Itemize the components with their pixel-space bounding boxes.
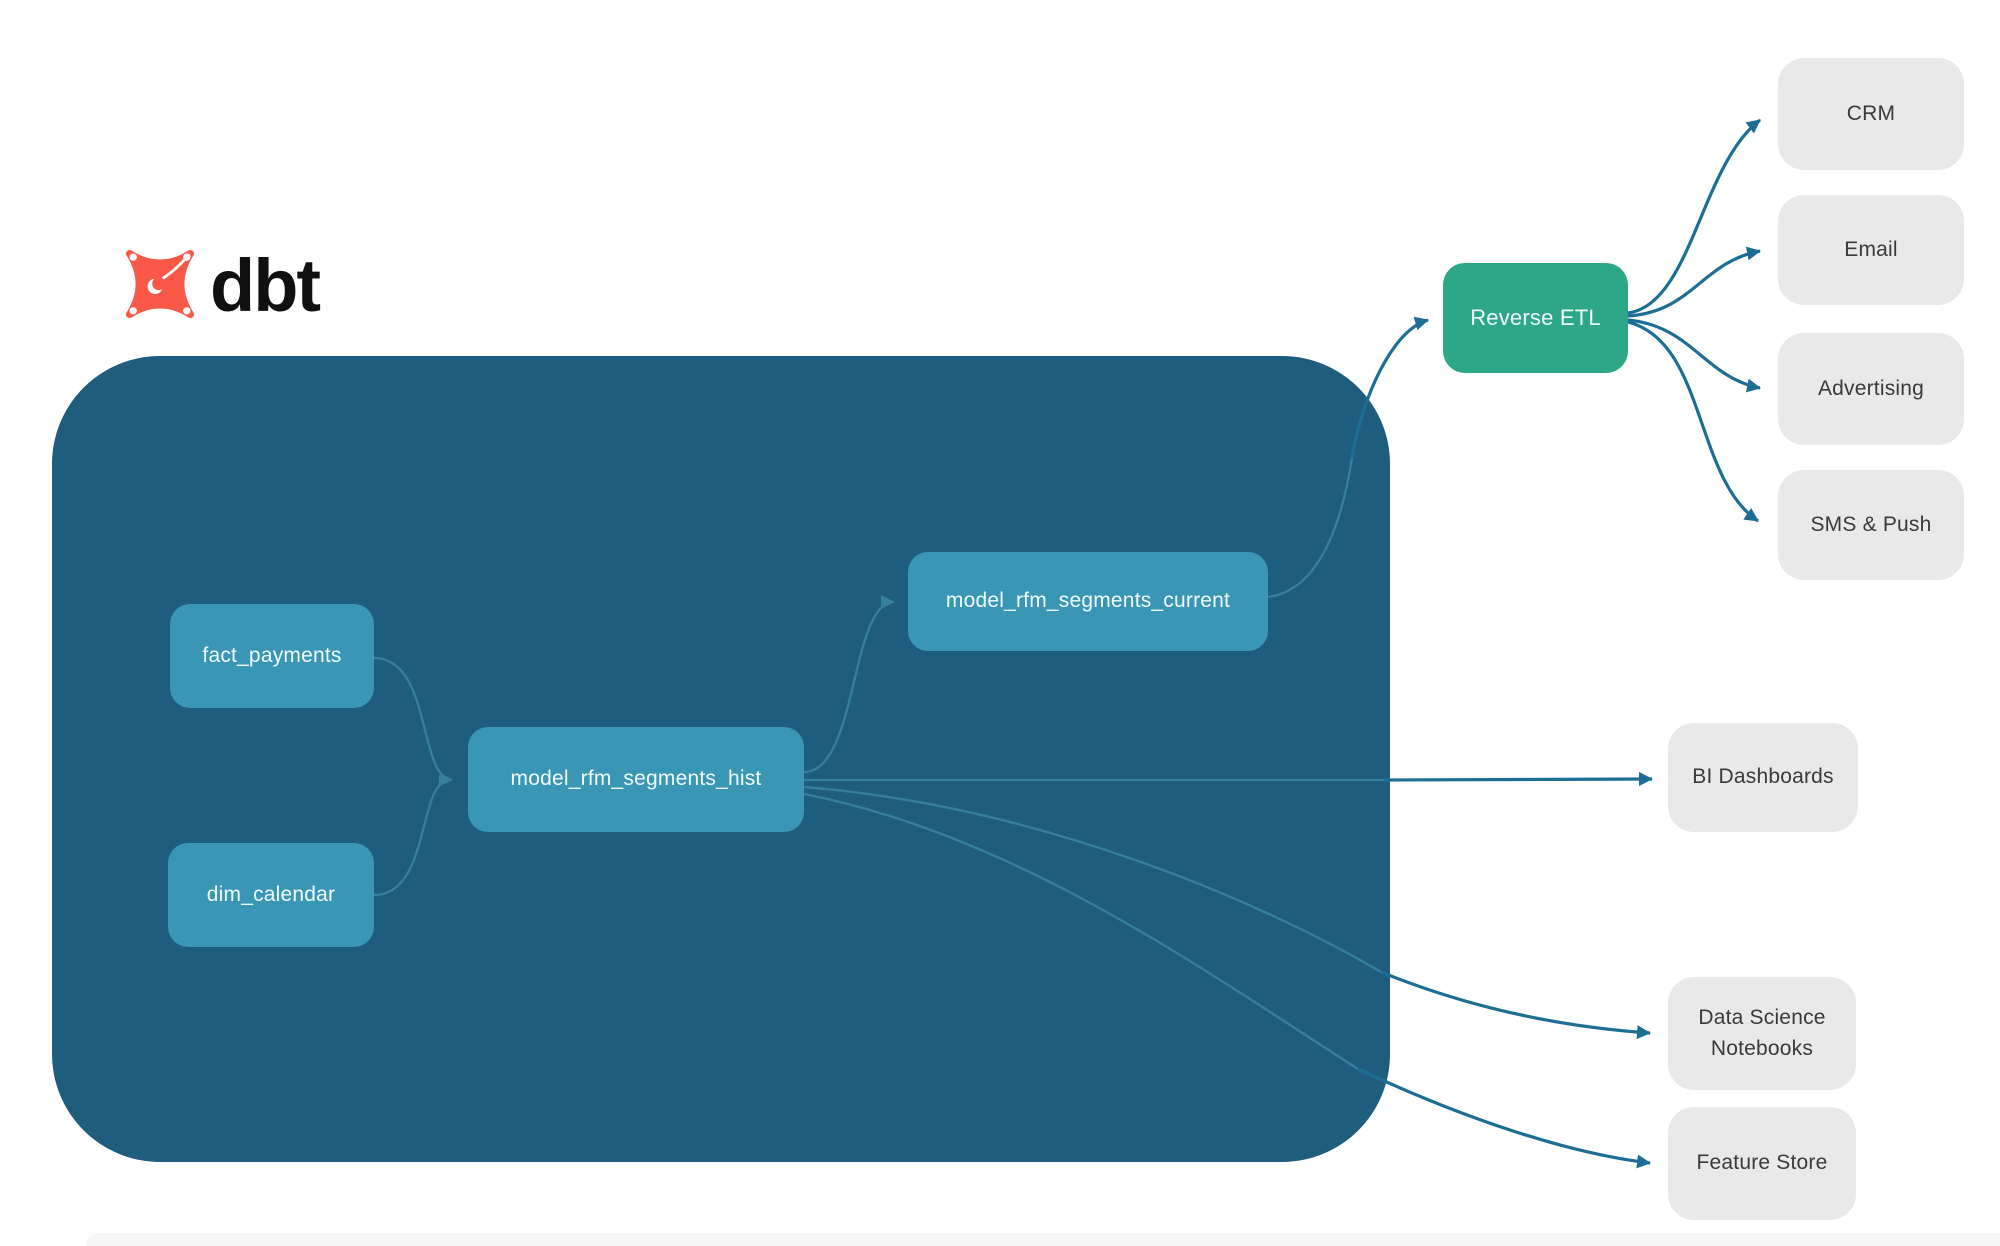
node-sms-push: SMS & Push	[1778, 470, 1964, 580]
edge-reverse-etl-to-email	[1627, 246, 1761, 318]
node-dim-calendar: dim_calendar	[168, 843, 374, 947]
dbt-star-icon	[126, 250, 194, 318]
bottom-section-edge	[86, 1233, 2000, 1246]
node-fact-payments: fact_payments	[170, 604, 374, 708]
node-data-science-notebooks: Data Science Notebooks	[1668, 977, 1856, 1090]
dbt-logo: dbt	[120, 244, 321, 327]
node-label: SMS & Push	[1810, 512, 1932, 536]
node-label: Email	[1844, 237, 1898, 261]
node-advertising: Advertising	[1778, 333, 1964, 445]
edge-hist-to-feature-store	[1357, 1067, 1651, 1169]
node-label: dim_calendar	[206, 882, 336, 906]
node-crm: CRM	[1778, 58, 1964, 170]
node-feature-store: Feature Store	[1668, 1107, 1856, 1220]
node-label: Data Science Notebooks	[1698, 1006, 1826, 1060]
node-label: Feature Store	[1696, 1151, 1828, 1175]
node-model-rfm-segments-current: model_rfm_segments_current	[908, 552, 1268, 651]
dbt-logo-text: dbt	[210, 244, 321, 327]
node-label: Advertising	[1817, 376, 1925, 400]
node-bi-dashboards: BI Dashboards	[1668, 723, 1858, 832]
edge-hist-to-bi-dashboards	[1383, 772, 1653, 787]
edge-reverse-etl-to-crm	[1627, 118, 1761, 315]
edge-hist-to-data-science	[1380, 970, 1651, 1040]
node-label: CRM	[1846, 101, 1896, 125]
node-label: model_rfm_segments_current	[945, 589, 1231, 613]
node-label: model_rfm_segments_hist	[510, 767, 762, 791]
node-email: Email	[1778, 195, 1964, 305]
node-model-rfm-segments-hist: model_rfm_segments_hist	[468, 727, 804, 832]
node-label: fact_payments	[202, 643, 342, 667]
node-label: Reverse ETL	[1470, 305, 1601, 331]
edge-reverse-etl-to-advertising	[1627, 318, 1761, 393]
node-label: BI Dashboards	[1692, 765, 1834, 789]
edge-reverse-etl-to-sms-push	[1627, 320, 1759, 523]
node-reverse-etl: Reverse ETL	[1443, 263, 1628, 373]
